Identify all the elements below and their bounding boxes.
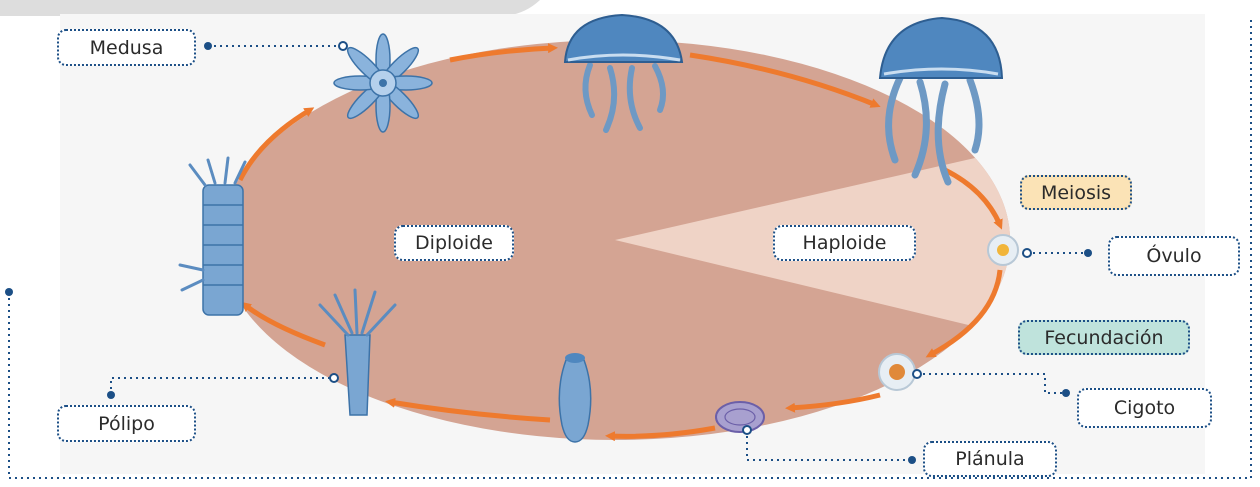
label-ovulo: Óvulo — [1108, 236, 1240, 276]
ovulo-icon — [988, 235, 1018, 265]
planula-icon — [716, 402, 764, 432]
label-planula: Plánula — [923, 441, 1057, 477]
label-cigoto: Cigoto — [1077, 388, 1212, 428]
label-medusa: Medusa — [57, 29, 196, 66]
ephyra-icon — [334, 34, 432, 132]
label-meiosis: Meiosis — [1020, 175, 1132, 210]
cigoto-icon — [879, 354, 915, 390]
larva-icon — [559, 353, 590, 442]
header-tab — [0, 0, 540, 16]
label-fecundacion: Fecundación — [1018, 320, 1190, 355]
label-haploide: Haploide — [773, 225, 916, 261]
label-diploide: Diploide — [394, 225, 514, 261]
label-polipo: Pólipo — [57, 405, 196, 442]
